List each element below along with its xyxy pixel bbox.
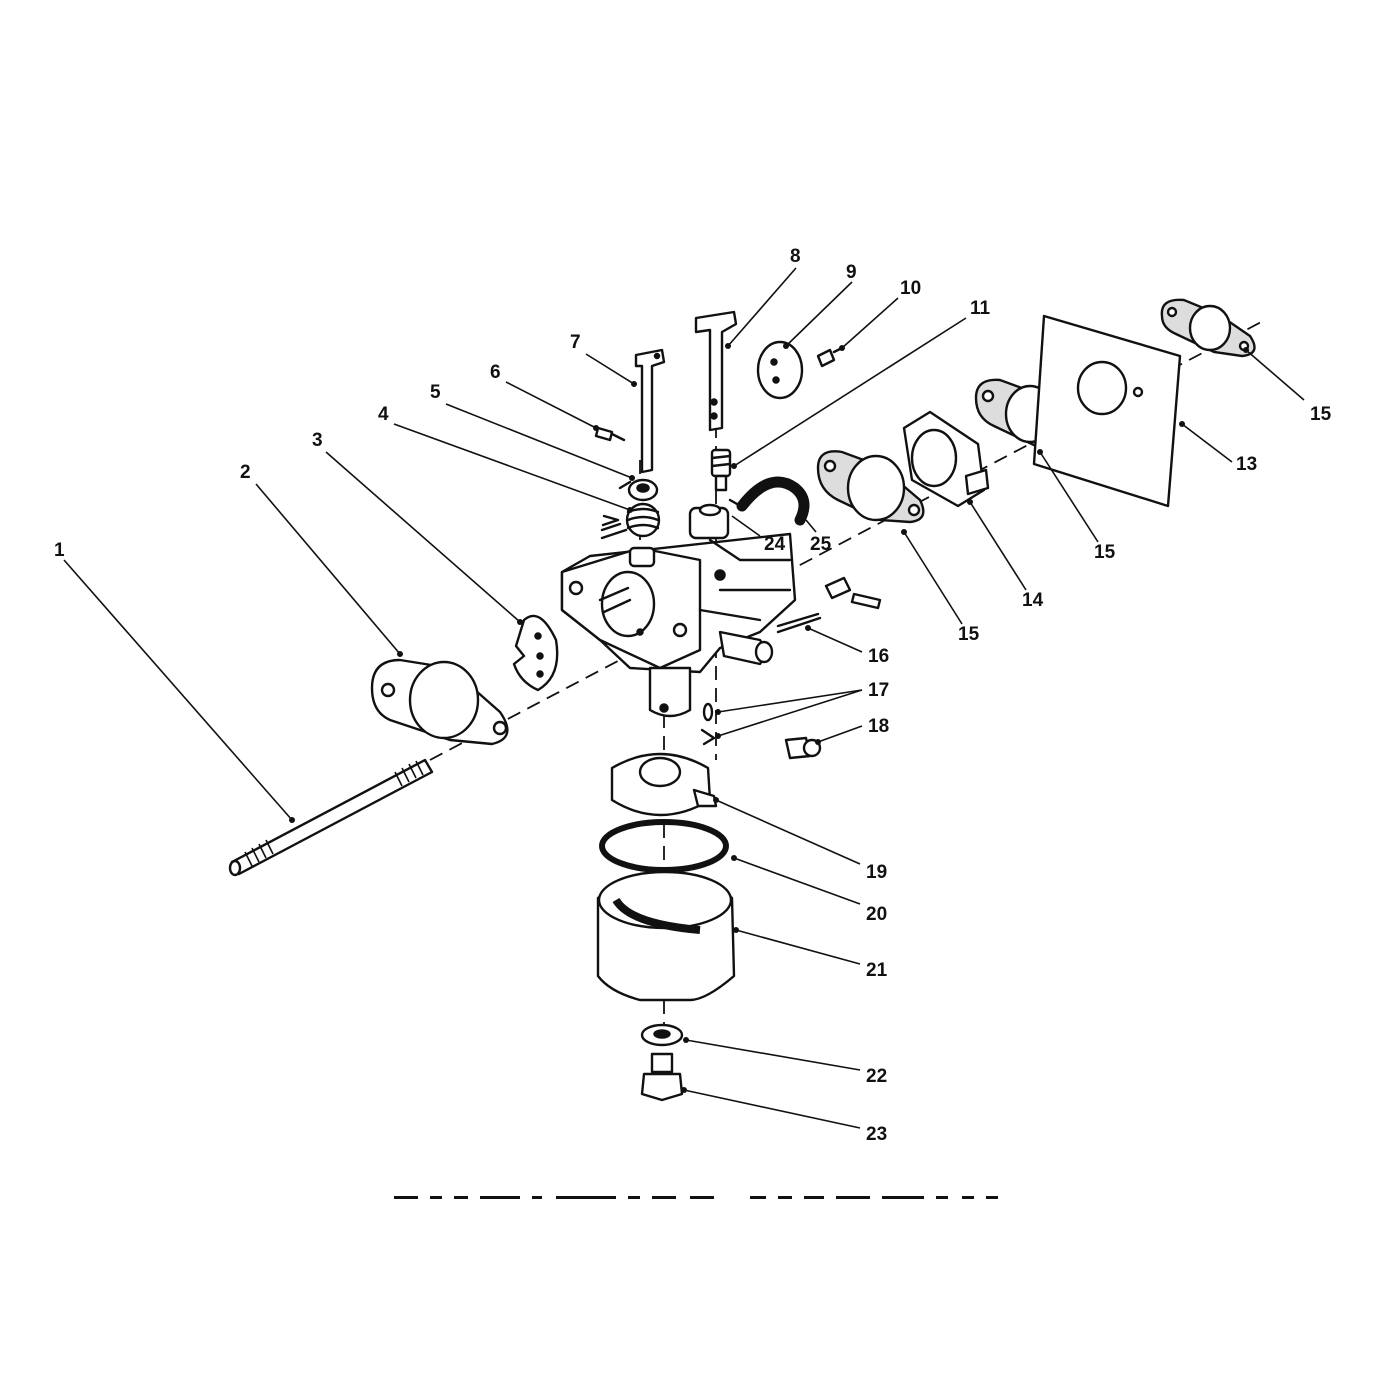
part-14-spacer [902,410,990,508]
callout-16: 16 [868,646,889,667]
part-9-choke-plate [756,340,804,400]
callout-10: 10 [900,278,921,299]
part-6-screw [594,426,626,442]
callout-22: 22 [866,1066,887,1087]
part-17-needle-clip [700,702,716,746]
callout-23: 23 [866,1124,887,1145]
callout-24: 24 [764,534,786,555]
callout-1: 1 [54,540,65,561]
part-16-pin [776,612,822,634]
callout-5: 5 [430,382,441,403]
part-22-washer [640,1023,684,1047]
part-5-seal [627,478,659,502]
callout-14: 14 [1022,590,1044,611]
part-23-bowl-nut [640,1052,684,1102]
part-19-float [610,752,718,817]
callout-6: 6 [490,362,501,383]
callout-9: 9 [846,262,857,283]
idle-screw [824,576,882,610]
part-1-stud [228,758,434,877]
part-7-throttle-shaft [634,348,666,474]
part-2-gasket [370,658,509,746]
callout-21: 21 [866,960,888,981]
part-21-float-bowl [596,870,736,1002]
callout-2: 2 [240,462,251,483]
part-3-throttle-plate [512,614,559,692]
callout-17: 17 [868,680,889,701]
callout-8: 8 [790,246,801,267]
callout-labels: 1 2 3 4 5 6 7 8 9 10 11 13 14 15 15 15 1… [54,246,1332,1145]
callout-7: 7 [570,332,581,353]
callout-3: 3 [312,430,323,451]
callout-15-b: 15 [1094,542,1116,563]
callout-18: 18 [868,716,889,737]
part-11-needle-valve [710,448,732,492]
callout-25: 25 [810,534,832,555]
part-24-25-tube-hose [728,476,810,526]
part-10-screw [816,346,844,368]
part-15-gasket-a [816,450,925,524]
part-8-choke-shaft [694,310,738,432]
footer-dash-bar [394,1196,998,1199]
callout-15-a: 15 [958,624,980,645]
part-15-gasket-c [1160,298,1256,358]
callout-13: 13 [1236,454,1257,475]
callout-20: 20 [866,904,887,925]
part-13-plate [1032,314,1182,508]
callout-15-c: 15 [1310,404,1332,425]
callout-19: 19 [866,862,887,883]
leader-lines [63,267,1305,1129]
carburetor-body [560,503,797,718]
part-20-o-ring [599,819,729,873]
callout-11: 11 [970,298,991,319]
callout-4: 4 [378,404,389,425]
part-4-spring [601,480,661,538]
part-18-screw [784,736,822,760]
